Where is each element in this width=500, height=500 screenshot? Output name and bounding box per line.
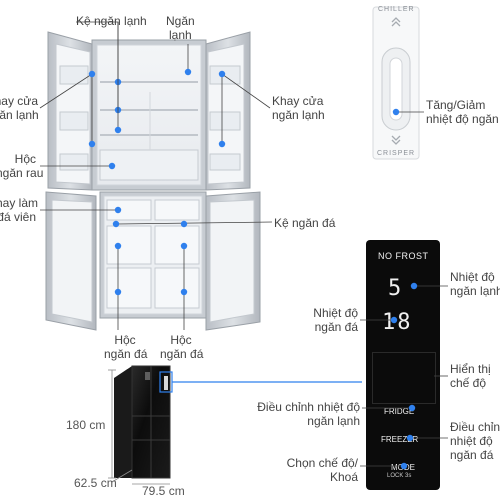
temperature-knob <box>372 6 420 160</box>
label-mode-display: Hiển thị chế độ <box>450 362 491 390</box>
fridge-readout: 5 <box>388 276 404 301</box>
pointer-dot-shelf-fridge-2-0 <box>114 126 122 134</box>
pointer-dot-tray-door-right-1 <box>218 140 226 148</box>
pointer-dot-mode-lock-0 <box>400 462 408 470</box>
label-mode-lock: Chọn chế độ/ Khoá <box>286 456 358 484</box>
dimension-guides <box>108 369 170 485</box>
pointer-dot-adjust-fridge-0 <box>408 404 416 412</box>
label-veg-drawer: Hộc ngăn rau <box>0 152 44 180</box>
mode-display-area <box>372 352 436 404</box>
panel-brand: NO FROST <box>378 251 429 261</box>
label-tray-door-right: Khay cửa ngăn lạnh <box>272 94 325 122</box>
label-shelf-fridge: Kệ ngăn lạnh <box>76 14 147 28</box>
pointer-line-tray-door-right <box>221 73 271 144</box>
fridge-button[interactable]: FRIDGE <box>384 407 415 416</box>
pointer-dot-freezer-drawer-left-0 <box>114 242 122 250</box>
pointer-dot-tray-door-right-0 <box>218 70 226 78</box>
pointer-dot-freezer-drawer-right-0 <box>180 242 188 250</box>
label-fridge-compartment: Ngăn lạnh <box>166 14 195 42</box>
pointer-dot-freezer-temp-0 <box>390 316 398 324</box>
label-freezer-drawer-left: Hộc ngăn đá <box>104 333 148 361</box>
freezer-button[interactable]: FREEZER <box>381 435 419 444</box>
label-tray-door-left: Khay cửa ngăn lạnh <box>0 94 39 122</box>
dimension-width: 79.5 cm <box>142 484 185 498</box>
dimension-height: 180 cm <box>66 418 106 432</box>
chiller-label: CHILLER <box>378 6 415 13</box>
label-freezer-drawer-right: Hộc ngăn đá <box>160 333 204 361</box>
right-lower-door <box>205 191 261 331</box>
pointer-dot-adjust-freezer-0 <box>406 434 414 442</box>
pointer-dot-fridge-compartment-0 <box>184 68 192 76</box>
pointer-box-thumbnail-panel <box>159 371 173 393</box>
label-adjust-fridge-temp: Điều chỉnh nhiệt độ ngăn lạnh <box>257 400 360 428</box>
pointer-dot-veg-drawer-0 <box>108 162 116 170</box>
pointer-dot-freezer-drawer-left-1 <box>114 288 122 296</box>
label-temp-adjust: Tăng/Giảm nhiệt độ ngăn <box>426 98 499 126</box>
pointer-dot-ice-tray-0 <box>114 206 122 214</box>
pointer-dot-shelf-freezer-1 <box>180 220 188 228</box>
label-ice-tray: Khay làm đá viên <box>0 196 39 224</box>
label-adjust-freezer-temp: Điều chỉnh nhiệt độ ngăn đá <box>450 420 500 462</box>
pointer-dot-tray-door-left-1 <box>88 140 96 148</box>
label-shelf-freezer: Kệ ngăn đá <box>274 216 336 230</box>
pointer-dot-shelf-freezer-0 <box>112 220 120 228</box>
pointer-dot-freezer-drawer-right-1 <box>180 288 188 296</box>
control-panel <box>366 240 440 490</box>
pointer-line-shelf-fridge <box>76 21 119 110</box>
crisper-label: CRISPER <box>377 150 416 157</box>
pointer-line-tray-door-left <box>39 73 93 144</box>
fridge-thumbnail <box>114 365 171 479</box>
lock-hint: LOCK 3s <box>387 473 412 479</box>
right-upper-door <box>205 31 251 191</box>
dimension-depth: 62.5 cm <box>74 476 117 490</box>
pointer-dot-fridge-temp-0 <box>410 282 418 290</box>
pointer-dot-tray-door-left-0 <box>88 70 96 78</box>
left-lower-door <box>45 191 97 331</box>
freezer-readout: 18 <box>382 310 413 335</box>
pointer-dot-temp-adjust-0 <box>392 108 400 116</box>
label-freezer-temp: Nhiệt độ ngăn đá <box>313 306 358 334</box>
pointer-line-shelf-freezer <box>115 221 273 225</box>
label-fridge-temp: Nhiệt độ ngăn lạnh <box>450 270 500 298</box>
